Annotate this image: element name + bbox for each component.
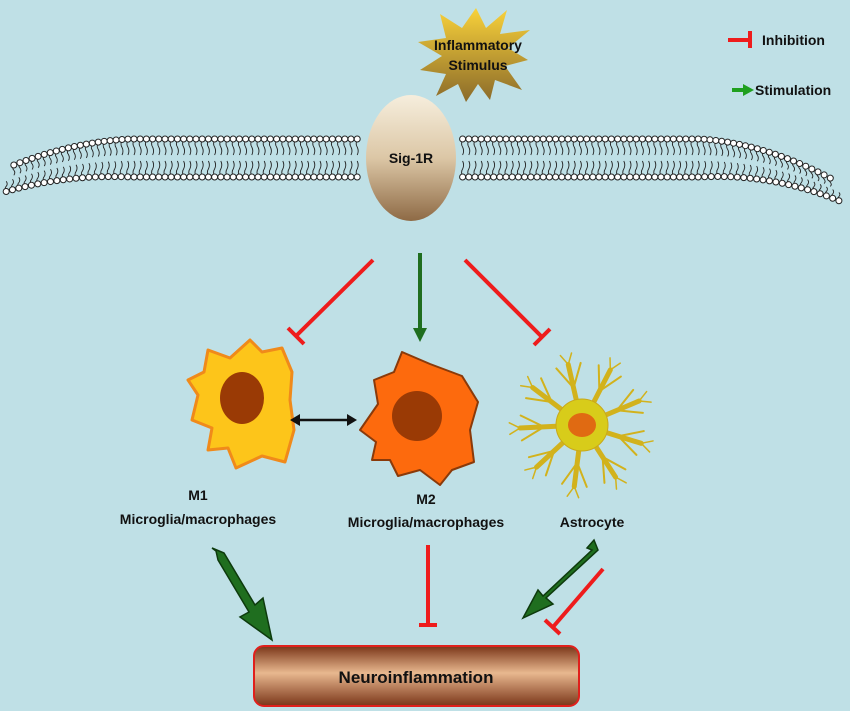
- m1-microglia-cell: [186, 338, 296, 470]
- inhibition-arrow-m2-to-neuroinflammation: [419, 545, 437, 627]
- receptor-label: Sig-1R: [389, 150, 433, 166]
- m1-label-line2: Microglia/macrophages: [120, 511, 277, 527]
- neuroinflammation-label: Neuroinflammation: [339, 668, 494, 687]
- inflammatory-stimulus: Inflammatory Stimulus: [418, 8, 530, 102]
- m1-m2-interconversion-arrow: [290, 414, 357, 426]
- stimulation-arrow-m1-to-neuroinflammation: [211, 547, 274, 642]
- inhibition-legend-icon: [728, 31, 752, 48]
- m2-label-line2: Microglia/macrophages: [348, 514, 505, 530]
- cell-membrane: [2, 135, 843, 205]
- stimulus-line1: Inflammatory: [434, 37, 522, 53]
- m2-microglia-cell: [359, 351, 479, 486]
- stimulus-star-icon: [418, 8, 530, 102]
- sig1r-receptor: Sig-1R: [366, 95, 456, 221]
- inhibition-arrow-astrocyte-to-neuroinflammation: [543, 567, 605, 636]
- stimulation-legend-icon: [732, 84, 754, 96]
- legend-stimulation: Stimulation: [755, 82, 831, 98]
- m1-label-line1: M1: [188, 487, 208, 503]
- inhibition-arrow-m1: [286, 258, 375, 346]
- stimulus-line2: Stimulus: [448, 57, 507, 73]
- stimulation-arrow-astrocyte-to-neuroinflammation: [521, 538, 599, 620]
- legend: Inhibition Stimulation: [728, 31, 831, 98]
- astrocyte-cell: [508, 352, 654, 499]
- neuroinflammation-box: Neuroinflammation: [253, 645, 580, 707]
- astrocyte-label: Astrocyte: [560, 514, 625, 530]
- legend-inhibition: Inhibition: [762, 32, 825, 48]
- m2-label-line1: M2: [416, 491, 436, 507]
- stimulation-arrow-m2: [413, 253, 427, 342]
- inhibition-arrow-astrocyte: [463, 258, 552, 347]
